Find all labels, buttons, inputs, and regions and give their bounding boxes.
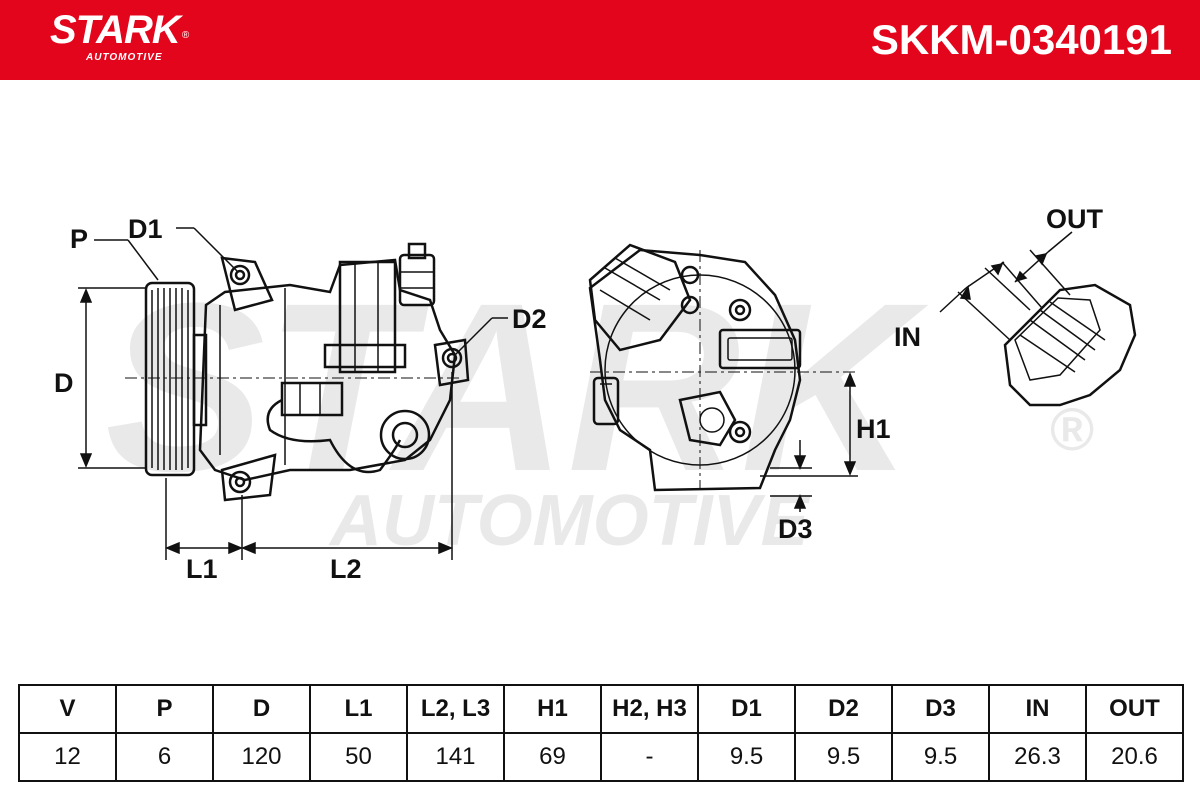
spec-value-l2-l3: 141 <box>406 732 505 782</box>
port-detail-view <box>1003 283 1137 407</box>
spec-header-h1: H1 <box>503 684 602 734</box>
dimensions-port-view <box>939 231 1073 341</box>
spec-value-h2-h3: - <box>600 732 699 782</box>
spec-header-in: IN <box>988 684 1087 734</box>
spec-value-in: 26.3 <box>988 732 1087 782</box>
spec-value-out: 20.6 <box>1085 732 1184 782</box>
brand-logo: STARK® AUTOMOTIVE <box>50 8 190 63</box>
spec-header-d: D <box>212 684 311 734</box>
label-d3: D3 <box>778 514 813 544</box>
spec-value-l1: 50 <box>309 732 408 782</box>
spec-table: V P D L1 L2, L3 H1 H2, H3 D1 D2 D3 IN OU… <box>18 684 1184 782</box>
spec-value-row: 12 6 120 50 141 69 - 9.5 9.5 9.5 26.3 20… <box>18 732 1184 782</box>
spec-header-l2-l3: L2, L3 <box>406 684 505 734</box>
spec-header-l1: L1 <box>309 684 408 734</box>
spec-header-d2: D2 <box>794 684 893 734</box>
spec-header-d3: D3 <box>891 684 990 734</box>
label-d2: D2 <box>512 304 547 334</box>
spec-value-h1: 69 <box>503 732 602 782</box>
compressor-rear-view <box>588 243 858 492</box>
spec-value-d: 120 <box>212 732 311 782</box>
part-number: SKKM-0340191 <box>870 16 1172 63</box>
brand-name: STARK <box>50 8 181 52</box>
brand-registered-mark: ® <box>181 30 190 41</box>
spec-header-out: OUT <box>1085 684 1184 734</box>
watermark-registered: ® <box>1050 396 1094 463</box>
spec-value-v: 12 <box>18 732 117 782</box>
label-d: D <box>54 368 74 398</box>
dimensions-rear-view <box>760 372 858 512</box>
watermark-automotive: AUTOMOTIVE <box>328 481 811 561</box>
label-d1: D1 <box>128 214 163 244</box>
compressor-side-view <box>125 242 470 502</box>
spec-value-d3: 9.5 <box>891 732 990 782</box>
spec-value-d1: 9.5 <box>697 732 796 782</box>
brand-subtitle: AUTOMOTIVE <box>86 52 163 63</box>
spec-header-p: P <box>115 684 214 734</box>
label-l2: L2 <box>330 554 362 584</box>
spec-header-h2-h3: H2, H3 <box>600 684 699 734</box>
label-p: P <box>70 224 88 254</box>
spec-header-v: V <box>18 684 117 734</box>
spec-value-p: 6 <box>115 732 214 782</box>
dimensions-side-view <box>78 227 508 560</box>
label-in: IN <box>894 322 921 352</box>
header-bar: STARK® AUTOMOTIVE SKKM-0340191 <box>0 0 1200 80</box>
label-l1: L1 <box>186 554 218 584</box>
spec-header-row: V P D L1 L2, L3 H1 H2, H3 D1 D2 D3 IN OU… <box>18 684 1184 734</box>
spec-header-d1: D1 <box>697 684 796 734</box>
label-h1: H1 <box>856 414 891 444</box>
technical-drawing: STARK AUTOMOTIVE ® <box>54 204 1137 584</box>
label-out: OUT <box>1046 204 1104 234</box>
spec-value-d2: 9.5 <box>794 732 893 782</box>
